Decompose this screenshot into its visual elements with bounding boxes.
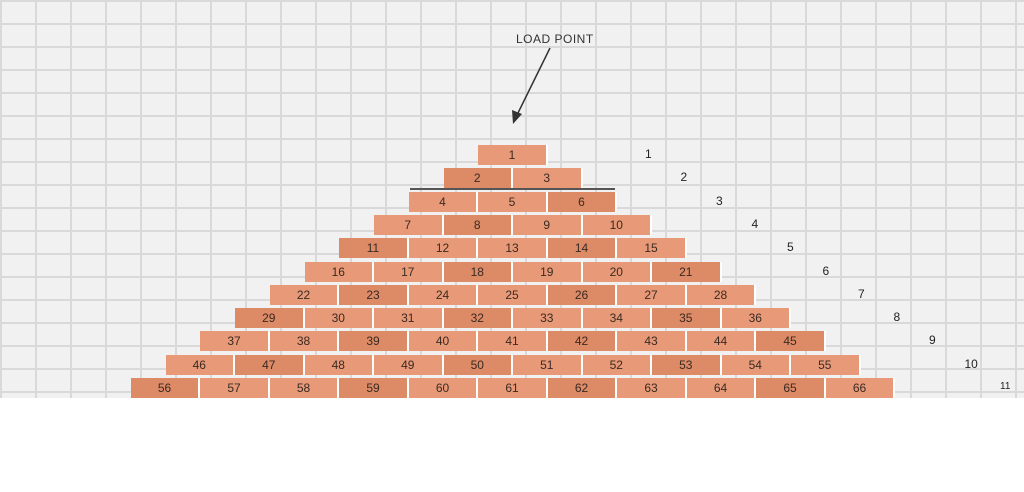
brick-42: 42 [547, 331, 618, 352]
course-label-5: 5 [787, 240, 794, 255]
brick-59: 59 [339, 378, 409, 398]
brick-3: 3 [513, 168, 583, 189]
course-label-9: 9 [929, 333, 936, 348]
brick-9: 9 [513, 214, 583, 235]
brick-2: 2 [443, 168, 513, 189]
brick-21: 21 [652, 261, 722, 282]
brick-19: 19 [513, 261, 583, 282]
brick-49: 49 [374, 354, 444, 375]
brick-35: 35 [652, 308, 722, 329]
course-label-2: 2 [680, 170, 688, 185]
brick-53: 53 [652, 354, 722, 375]
brick-50: 50 [443, 354, 513, 375]
brick-8: 8 [443, 214, 513, 235]
brick-43: 43 [617, 331, 687, 352]
brick-64: 64 [686, 378, 757, 398]
course-label-8: 8 [893, 310, 901, 325]
brick-40: 40 [408, 331, 479, 352]
brick-23: 23 [339, 284, 409, 305]
course-label-10: 10 [964, 356, 978, 371]
brick-37: 37 [200, 331, 270, 352]
course-3-ledge [410, 188, 615, 190]
brick-11: 11 [339, 238, 409, 259]
course-label-6: 6 [822, 263, 830, 278]
brick-54: 54 [721, 354, 791, 375]
brick-6: 6 [547, 191, 618, 212]
brick-34: 34 [582, 308, 652, 329]
brick-20: 20 [582, 261, 652, 282]
brick-47: 47 [235, 354, 305, 375]
brick-57: 57 [200, 378, 270, 398]
brick-13: 13 [478, 238, 548, 259]
brick-31: 31 [374, 308, 444, 329]
brick-66: 66 [825, 378, 896, 398]
brick-38: 38 [269, 331, 340, 352]
brick-48: 48 [304, 354, 374, 375]
brick-24: 24 [408, 284, 479, 305]
load-point-label: LOAD POINT [516, 32, 594, 46]
course-label-11: 11 [1000, 381, 1011, 392]
brick-46: 46 [165, 354, 235, 375]
brick-25: 25 [478, 284, 548, 305]
brick-17: 17 [374, 261, 444, 282]
brick-5: 5 [478, 191, 548, 212]
brick-58: 58 [269, 378, 340, 398]
brick-62: 62 [547, 378, 618, 398]
brick-4: 4 [408, 191, 479, 212]
brick-32: 32 [443, 308, 513, 329]
load-point-arrow [512, 47, 551, 124]
brick-10: 10 [582, 214, 652, 235]
brick-60: 60 [408, 378, 479, 398]
brick-45: 45 [756, 331, 826, 352]
brick-28: 28 [686, 284, 757, 305]
brick-39: 39 [339, 331, 409, 352]
brick-12: 12 [408, 238, 479, 259]
brick-56: 56 [130, 378, 201, 398]
brick-51: 51 [513, 354, 583, 375]
brick-36: 36 [721, 308, 791, 329]
course-label-3: 3 [716, 193, 723, 208]
course-label-4: 4 [751, 216, 759, 231]
brick-27: 27 [617, 284, 687, 305]
brick-7: 7 [374, 214, 444, 235]
brick-61: 61 [478, 378, 548, 398]
brick-29: 29 [235, 308, 305, 329]
brick-22: 22 [269, 284, 340, 305]
brick-18: 18 [443, 261, 513, 282]
course-label-7: 7 [858, 286, 865, 301]
brick-65: 65 [756, 378, 826, 398]
course-label-1: 1 [645, 147, 652, 161]
brick-26: 26 [547, 284, 618, 305]
brick-15: 15 [617, 238, 687, 259]
brick-14: 14 [547, 238, 618, 259]
brick-1: 1 [478, 145, 548, 165]
brick-52: 52 [582, 354, 652, 375]
brick-55: 55 [791, 354, 861, 375]
brick-63: 63 [617, 378, 687, 398]
brick-44: 44 [686, 331, 757, 352]
brick-41: 41 [478, 331, 548, 352]
brick-33: 33 [513, 308, 583, 329]
brick-30: 30 [304, 308, 374, 329]
brick-16: 16 [304, 261, 374, 282]
